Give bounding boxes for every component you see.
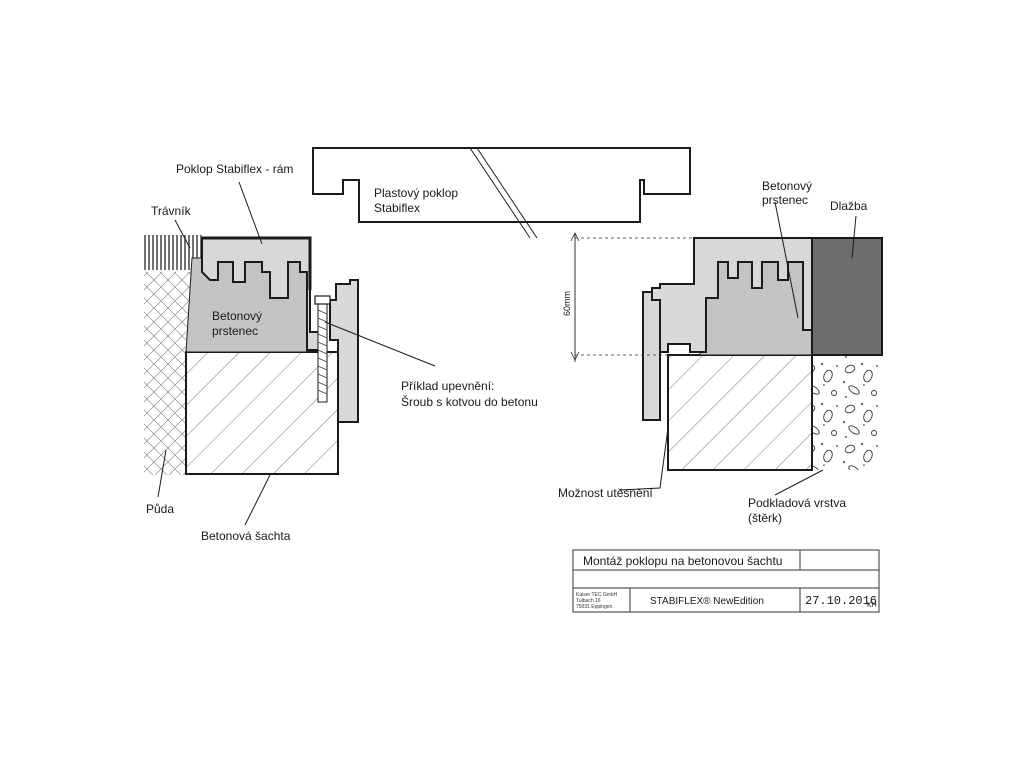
paving-block (811, 237, 883, 356)
label-ring-left-1: Betonový (212, 309, 262, 323)
title-block-product: STABIFLEX® NewEdition (650, 596, 764, 607)
label-frame: Poklop Stabiflex - rám (176, 162, 293, 176)
label-fixing-1: Příklad upevnění: (401, 379, 494, 393)
label-soil: Půda (146, 502, 174, 516)
label-fixing-2: Šroub s kotvou do betonu (401, 394, 538, 409)
label-paving: Dlažba (830, 199, 868, 213)
label-base-1: Podkladová vrstva (748, 496, 846, 510)
left-section (144, 235, 359, 475)
dimension-60mm (570, 232, 694, 362)
title-block-company-3: 75031 Eppingen (576, 604, 613, 610)
title-block-title: Montáž poklopu na betonovou šachtu (583, 554, 782, 568)
title-block-company-1: Kaiser TEC GmbH (576, 592, 618, 598)
label-ring-right-1: Betonový (762, 179, 812, 193)
cover-edge-left (329, 279, 359, 423)
concrete-shaft-left (185, 351, 339, 475)
label-ring-right-2: prstenec (762, 193, 808, 207)
title-block-date: 27.10.2016 (805, 594, 877, 608)
concrete-shaft-right (667, 354, 813, 471)
soil-area (144, 272, 192, 475)
title-block: Montáž poklopu na betonovou šachtu Kaise… (572, 549, 880, 613)
label-sealing: Možnost utěsnění (558, 486, 653, 500)
right-section (570, 232, 883, 471)
label-ring-left-2: prstenec (212, 324, 258, 338)
label-plastic-cover-1: Plastový poklop (374, 186, 458, 200)
leader-lines (157, 181, 857, 526)
label-shaft: Betonová šachta (201, 529, 291, 543)
cover-edge-right (642, 291, 661, 421)
title-block-initials: KH (867, 602, 877, 609)
label-lawn: Trávník (151, 204, 192, 218)
title-block-company-2: Tulbach 16 (576, 598, 601, 604)
label-base-2: (štěrk) (748, 511, 782, 525)
label-dimension: 60mm (562, 291, 572, 316)
label-plastic-cover-2: Stabiflex (374, 201, 420, 215)
gravel-base (812, 355, 882, 470)
plastic-cover (312, 147, 691, 239)
